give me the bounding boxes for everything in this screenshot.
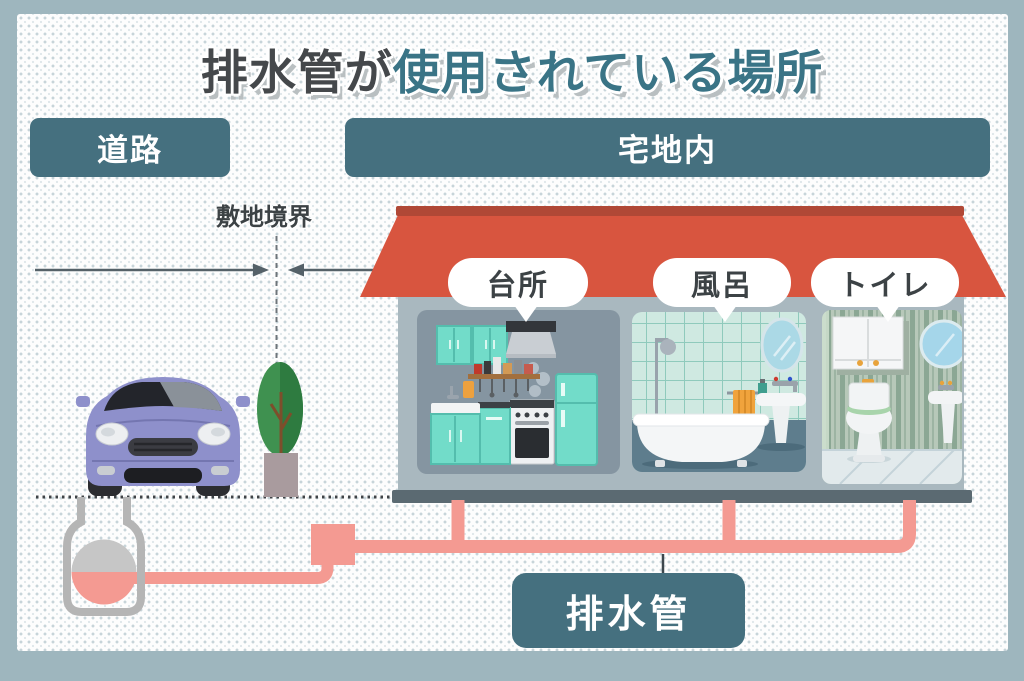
house-base [392,490,972,503]
bath-room [632,312,806,472]
house-illustration [360,206,1006,503]
kitchen-room [417,310,620,474]
boundary-label: 敷地境界 [216,204,312,231]
pipe-junction-box [311,524,355,565]
boundary-arrow-right [35,263,269,277]
toilet-room [822,310,962,484]
title-part-dark: 排水管が [200,46,393,99]
car-illustration [76,377,250,496]
drain-pipes [110,500,916,584]
zone-label-road: 道路 [30,118,230,177]
drain-basin [63,497,145,616]
room-label-kitchen: 台所 [448,258,588,322]
boundary-arrow-left [288,263,380,277]
drain-pipe-label: 排水管 [512,573,745,648]
room-label-toilet: トイレ [811,258,959,322]
page-title: 排水管が使用されている場所 [0,34,1024,103]
room-label-bath: 風呂 [653,258,791,322]
title-part-teal: 使用されている場所 [392,46,824,99]
zone-label-residential: 宅地内 [345,118,990,177]
tree-illustration [257,362,303,497]
